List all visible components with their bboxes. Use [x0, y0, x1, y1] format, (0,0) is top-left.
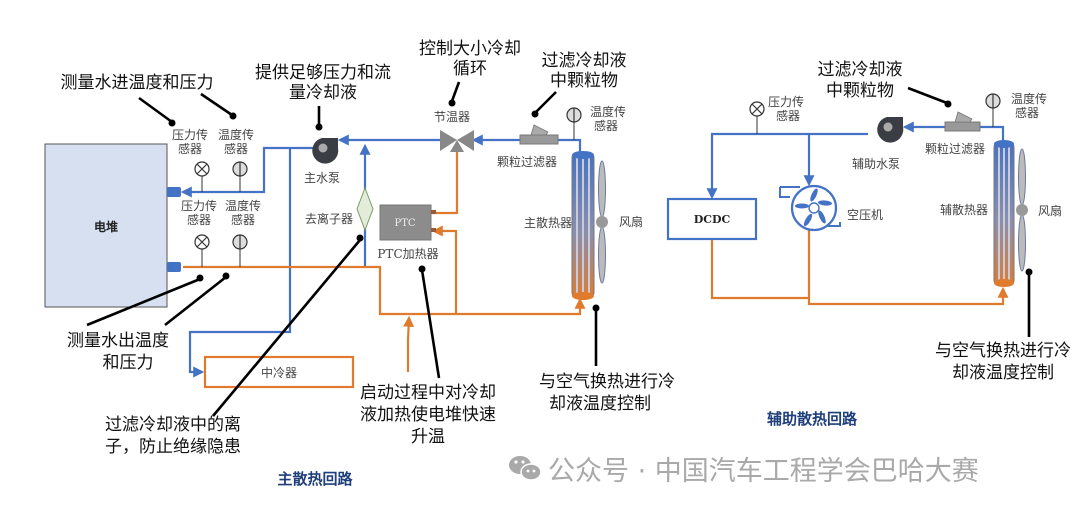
annotation-main-radiator-1: 与空气换热进行冷 [539, 372, 675, 392]
thermostat-label: 节温器 [434, 110, 470, 124]
intercooler [203, 355, 355, 389]
annotation-pump-1: 提供足够压力和流 [255, 63, 391, 83]
pipe-bypass-to-intercooler [188, 148, 292, 378]
ptc-box-label: PTC [394, 218, 415, 229]
annotation-pump-2: 量冷却液 [289, 83, 357, 103]
annotation-inlet: 测量水进温度和压力 [61, 73, 214, 93]
deionizer-label: 去离子器 [305, 211, 353, 226]
outlet-temp-label-2: 感器 [231, 212, 255, 227]
outlet-pressure-sensor-icon [194, 234, 210, 250]
annotation-main-radiator-2: 却液温度控制 [549, 394, 651, 414]
aux-pressure-label: 压力传 [768, 94, 804, 109]
aux-pressure-sensor-icon [749, 101, 765, 117]
wechat-logo-icon [509, 456, 542, 481]
main-loop-title: 主散热回路 [277, 470, 353, 488]
annotation-outlet-2: 和压力 [103, 353, 154, 373]
annotation-aux-radiator-2: 却液温度控制 [952, 363, 1054, 383]
annotation-ptc-2: 液加热使电堆快速 [360, 404, 496, 425]
annotation-main-filter-1: 过滤冷却液 [542, 51, 627, 71]
watermark-text: 公众号 · 中国汽车工程学会巴哈大赛 [548, 456, 979, 487]
annotation-aux-filter-1: 过滤冷却液 [818, 60, 903, 80]
main-fan-label: 风扇 [619, 214, 643, 229]
aux-pipe-radiator-to-filter [980, 125, 1005, 142]
aux-particle-filter-icon [944, 111, 981, 132]
main-fan-icon [596, 160, 608, 284]
inlet-pressure-label-2: 感器 [178, 141, 202, 156]
aux-pipe-pump-to-dcdc [706, 132, 868, 200]
compressor-label: 空压机 [847, 208, 883, 222]
main-filter-label: 颗粒过滤器 [497, 154, 557, 169]
aux-fan-label: 风扇 [1038, 203, 1062, 218]
aux-pump-label: 辅助水泵 [852, 157, 900, 171]
outlet-pressure-label: 压力传 [181, 198, 217, 213]
annotation-deionizer-1: 过滤冷却液中的离 [105, 415, 241, 435]
pipe-radiator-to-filter [558, 138, 582, 156]
annotation-thermostat-2: 循环 [453, 59, 487, 79]
aux-filter-label: 颗粒过滤器 [925, 141, 985, 156]
annotation-aux-radiator-1: 与空气换热进行冷 [935, 341, 1071, 361]
pipe-thermostat-to-ptc [432, 150, 459, 215]
annotation-outlet-1: 测量水出温度 [67, 331, 169, 351]
dcdc-label: DCDC [694, 213, 731, 226]
main-pump-label: 主水泵 [304, 171, 340, 185]
inlet-temp-label: 温度传 [218, 127, 254, 142]
intercooler-label: 中冷器 [261, 365, 297, 380]
dcdc-box [666, 197, 758, 241]
aux-radiator-icon [993, 140, 1015, 287]
aux-pressure-label-2: 感器 [776, 108, 800, 123]
inlet-pressure-sensor-icon [194, 161, 210, 177]
aux-loop-title: 辅助散热回路 [767, 410, 858, 428]
inlet-pressure-label: 压力传 [172, 127, 208, 142]
aux-fan-icon [1016, 148, 1028, 272]
annotation-aux-filter-2: 中颗粒物 [826, 81, 894, 101]
stack-outlet-port [167, 262, 181, 272]
stack-inlet-port [167, 187, 181, 197]
aux-radiator-label: 辅散热器 [940, 202, 988, 217]
ptc-heater [379, 204, 432, 241]
main-particle-filter-icon [519, 124, 559, 145]
annotation-ptc-3: 升温 [411, 427, 445, 447]
radiator-temperature-sensor-icon [566, 107, 582, 123]
aux-temperature-sensor-icon [985, 93, 1001, 109]
aux-pipe-compressor-return [807, 230, 1009, 306]
deionizer-icon [356, 186, 374, 232]
outlet-temp-label: 温度传 [225, 198, 261, 213]
main-radiator-temp-label-2: 感器 [594, 118, 618, 133]
pipe-return-to-ptc [431, 225, 458, 314]
aux-temp-label: 温度传 [1011, 91, 1047, 106]
pipe-intercooler-out [403, 315, 415, 372]
outlet-temperature-sensor-icon [232, 234, 248, 250]
main-radiator-label: 主散热器 [524, 215, 572, 230]
aux-pump-icon [877, 117, 904, 143]
pipe-stack-outlet [183, 265, 586, 316]
aux-pipe-return [710, 240, 809, 300]
main-radiator-icon [571, 151, 595, 300]
annotation-main-filter-2: 中颗粒物 [550, 71, 618, 91]
aux-temp-label-2: 感器 [1015, 105, 1039, 120]
inlet-temperature-sensor-icon [232, 161, 248, 177]
annotation-ptc-1: 启动过程中对冷却 [360, 383, 496, 403]
stack-label: 电堆 [94, 219, 118, 234]
inlet-temp-label-2: 感器 [224, 141, 248, 156]
thermostat-valve-icon [440, 130, 474, 152]
air-compressor-icon [779, 184, 841, 232]
ptc-label: PTC加热器 [377, 247, 438, 261]
fuel-cell-stack [44, 143, 168, 308]
main-pump-icon [312, 138, 339, 164]
annotation-thermostat-1: 控制大小冷却 [419, 39, 521, 59]
annotation-deionizer-2: 子，防止绝缘隐患 [105, 437, 241, 457]
outlet-pressure-label-2: 感器 [187, 212, 211, 227]
main-radiator-temp-label: 温度传 [590, 104, 626, 119]
